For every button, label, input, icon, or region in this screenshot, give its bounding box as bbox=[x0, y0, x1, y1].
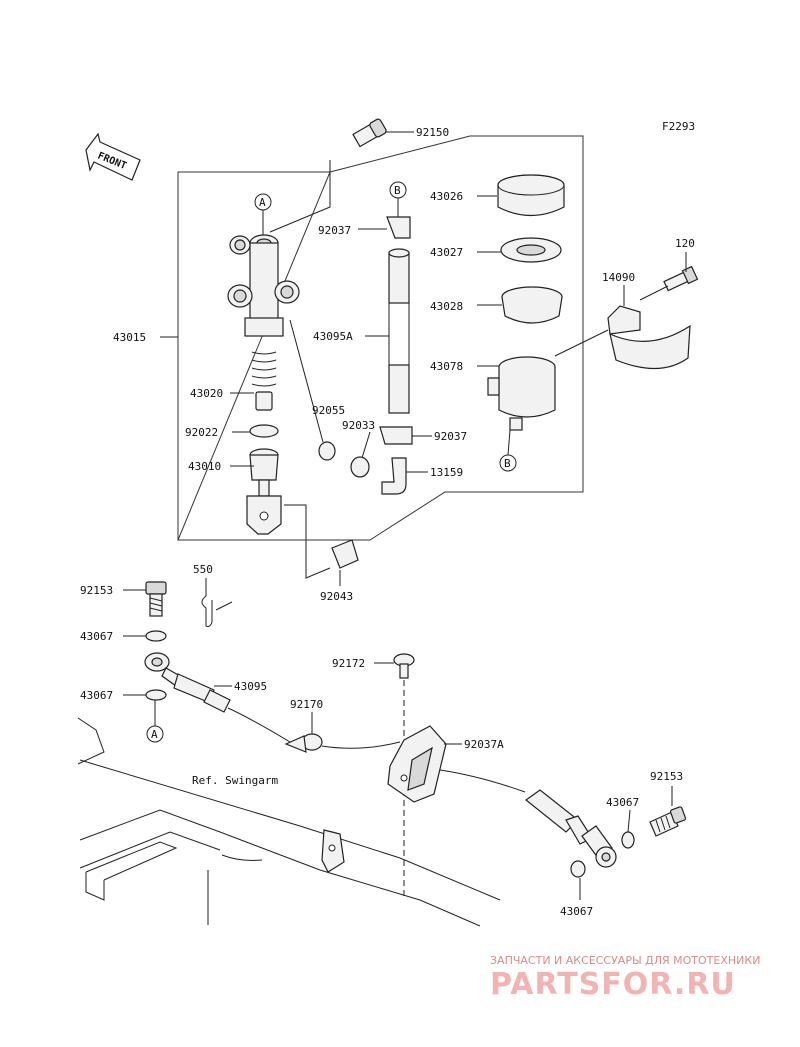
label-43067-left-lower: 43067 bbox=[80, 689, 113, 702]
front-direction-arrow-icon: FRONT bbox=[85, 132, 141, 181]
diaphragm-43028 bbox=[501, 286, 563, 324]
banjo-bolt-92153-right bbox=[649, 806, 687, 837]
label-14090: 14090 bbox=[602, 271, 635, 284]
ref-swingarm-label: Ref. Swingarm bbox=[192, 774, 278, 787]
brake-hose-43095 bbox=[144, 652, 231, 713]
leader-reservoir-to-bracket bbox=[554, 329, 609, 357]
label-43067-left-upper: 43067 bbox=[80, 630, 113, 643]
leader-43067-right-upper bbox=[627, 809, 631, 833]
callout-a-top-label: A bbox=[259, 196, 266, 209]
washer-92033 bbox=[350, 456, 370, 478]
callout-b-top-label: B bbox=[394, 184, 401, 197]
washer-43067-left-lower bbox=[145, 689, 167, 701]
label-92055: 92055 bbox=[312, 404, 345, 417]
hose-route-right bbox=[439, 769, 526, 793]
label-92033: 92033 bbox=[342, 419, 375, 432]
label-92153-left: 92153 bbox=[80, 584, 113, 597]
label-43028: 43028 bbox=[430, 300, 463, 313]
elbow-fitting-13159 bbox=[381, 457, 407, 495]
label-43078: 43078 bbox=[430, 360, 463, 373]
reservoir-cap-43026 bbox=[497, 174, 565, 216]
label-43095a: 43095A bbox=[313, 330, 353, 343]
label-92022: 92022 bbox=[185, 426, 218, 439]
figure-code: F2293 bbox=[662, 120, 695, 133]
label-92150: 92150 bbox=[416, 126, 449, 139]
clamp-92037-lower bbox=[379, 426, 413, 445]
label-43095: 43095 bbox=[234, 680, 267, 693]
cotter-pin-550 bbox=[201, 578, 213, 627]
watermark-tagline: ЗАПЧАСТИ И АКСЕССУАРЫ ДЛЯ МОТОТЕХНИКИ bbox=[490, 954, 760, 967]
label-92037a: 92037A bbox=[464, 738, 504, 751]
bolt-120 bbox=[663, 265, 699, 292]
callout-b-bottom-label: B bbox=[504, 457, 511, 470]
label-43067-right-lower: 43067 bbox=[560, 905, 593, 918]
assembly-frame bbox=[177, 135, 584, 541]
master-cylinder-body bbox=[227, 234, 300, 337]
leader-callout-b-bottom bbox=[507, 429, 511, 456]
label-92170: 92170 bbox=[290, 698, 323, 711]
hose-route-left bbox=[227, 707, 291, 743]
label-92037-upper: 92037 bbox=[318, 224, 351, 237]
o-ring-92055 bbox=[318, 441, 336, 461]
bolt-92172 bbox=[393, 653, 415, 679]
label-92172: 92172 bbox=[332, 657, 365, 670]
reservoir-hose-43095a bbox=[388, 248, 410, 414]
leader-92055 bbox=[289, 319, 324, 443]
leader-92150-down bbox=[269, 160, 331, 233]
label-550: 550 bbox=[193, 563, 213, 576]
diaphragm-plate-center bbox=[516, 244, 546, 256]
leader-92033 bbox=[361, 431, 371, 459]
label-43015: 43015 bbox=[113, 331, 146, 344]
circlip-92022 bbox=[249, 424, 279, 438]
bracket-14090 bbox=[607, 305, 691, 370]
pin-92043 bbox=[331, 539, 359, 569]
clamp-92170 bbox=[284, 733, 323, 753]
clamp-92037-upper bbox=[386, 216, 411, 239]
pushrod-43010 bbox=[246, 448, 282, 535]
label-13159: 13159 bbox=[430, 466, 463, 479]
label-92153-right: 92153 bbox=[650, 770, 683, 783]
callout-a-bottom-label: A bbox=[151, 728, 158, 741]
spring-43020 bbox=[251, 351, 277, 411]
clamp-92037a bbox=[387, 725, 447, 803]
brake-hose-right-end bbox=[525, 789, 617, 868]
leader-pin-from-pushrod bbox=[284, 504, 331, 579]
reservoir-43078 bbox=[487, 356, 556, 431]
washer-43067-right-lower bbox=[570, 860, 586, 878]
label-43067-right-upper: 43067 bbox=[606, 796, 639, 809]
washer-43067-left-upper bbox=[145, 630, 167, 642]
leader-120-to-bracket bbox=[639, 285, 669, 301]
swingarm-reference-outline bbox=[77, 717, 501, 927]
label-92043: 92043 bbox=[320, 590, 353, 603]
label-120: 120 bbox=[675, 237, 695, 250]
label-92037-lower: 92037 bbox=[434, 430, 467, 443]
label-43020: 43020 bbox=[190, 387, 223, 400]
watermark-brand: PARTSFOR.RU bbox=[490, 967, 736, 1002]
label-43027: 43027 bbox=[430, 246, 463, 259]
hose-route-mid bbox=[321, 741, 401, 749]
bolt-92150 bbox=[352, 118, 387, 148]
label-43010: 43010 bbox=[188, 460, 221, 473]
banjo-bolt-92153-left bbox=[145, 581, 167, 617]
washer-43067-right-upper bbox=[621, 831, 635, 849]
leader-550 bbox=[215, 601, 233, 611]
label-43026: 43026 bbox=[430, 190, 463, 203]
